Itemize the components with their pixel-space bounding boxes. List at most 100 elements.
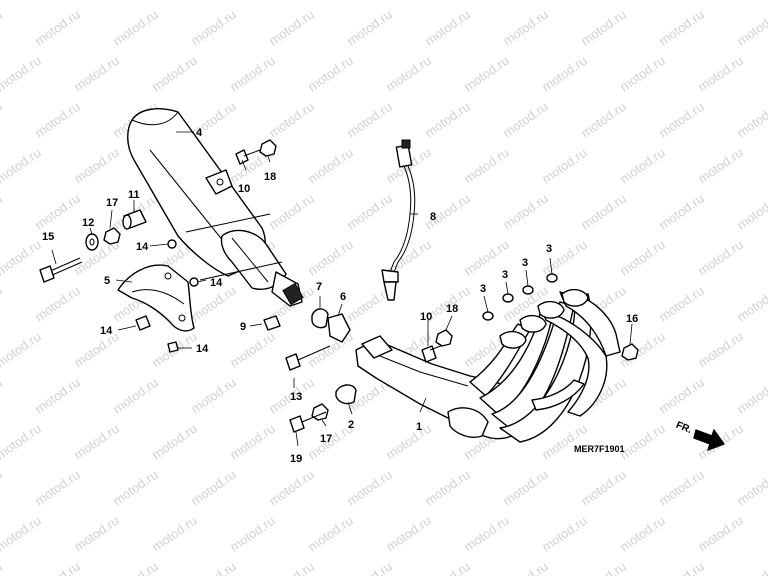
watermark-text: motod.ru xyxy=(734,7,768,49)
watermark-text: motod.ru xyxy=(578,7,629,49)
watermark-text: motod.ru xyxy=(188,7,239,49)
watermark-text: motod.ru xyxy=(188,375,239,417)
watermark-text: motod.ru xyxy=(656,191,707,233)
watermark-text: motod.ru xyxy=(0,283,5,325)
watermark-text: motod.ru xyxy=(734,99,768,141)
watermark-text: motod.ru xyxy=(422,559,473,576)
watermark-text: motod.ru xyxy=(110,467,161,509)
watermark-text: motod.ru xyxy=(539,53,590,95)
watermark-text: motod.ru xyxy=(734,467,768,509)
watermark-text: motod.ru xyxy=(0,191,5,233)
watermark-text: motod.ru xyxy=(71,0,122,2)
callout-9: 9 xyxy=(240,321,246,333)
watermark-text: motod.ru xyxy=(266,559,317,576)
heat-protector-part xyxy=(117,264,195,332)
watermark-text: motod.ru xyxy=(383,53,434,95)
callout-5: 5 xyxy=(104,275,110,287)
watermark-text: motod.ru xyxy=(500,467,551,509)
watermark-text: motod.ru xyxy=(149,421,200,463)
callout-10: 10 xyxy=(238,183,250,195)
watermark-text: motod.ru xyxy=(227,53,278,95)
callout-18: 18 xyxy=(446,303,458,315)
watermark-text: motod.ru xyxy=(32,559,83,576)
watermark-text: motod.ru xyxy=(227,329,278,371)
watermark-text: motod.ru xyxy=(227,421,278,463)
callout-7: 7 xyxy=(316,281,322,293)
watermark-text: motod.ru xyxy=(383,0,434,2)
watermark-text: motod.ru xyxy=(656,283,707,325)
watermark-text: motod.ru xyxy=(344,191,395,233)
watermark-text: motod.ru xyxy=(71,329,122,371)
watermark-text: motod.ru xyxy=(266,467,317,509)
watermark-text: motod.ru xyxy=(500,99,551,141)
callout-3: 3 xyxy=(546,243,552,255)
watermark-text: motod.ru xyxy=(32,191,83,233)
watermark-text: motod.ru xyxy=(500,191,551,233)
callout-4: 4 xyxy=(196,127,203,139)
watermark-text: motod.ru xyxy=(695,53,746,95)
watermark-text: motod.ru xyxy=(227,0,278,2)
watermark-text: motod.ru xyxy=(656,375,707,417)
watermark-text: motod.ru xyxy=(32,99,83,141)
watermark-text: motod.ru xyxy=(578,467,629,509)
watermark-text: motod.ru xyxy=(344,99,395,141)
watermark-text: motod.ru xyxy=(266,7,317,49)
leader-lines xyxy=(51,131,633,447)
watermark-text: motod.ru xyxy=(149,513,200,555)
watermark-text: motod.ru xyxy=(734,283,768,325)
watermark-text: motod.ru xyxy=(344,467,395,509)
watermark-text: motod.ru xyxy=(656,467,707,509)
callout-13: 13 xyxy=(290,391,302,403)
watermark-text: motod.ru xyxy=(188,467,239,509)
front-direction-arrow: FR. xyxy=(674,420,725,451)
watermark-text: motod.ru xyxy=(71,513,122,555)
watermark-text: motod.ru xyxy=(422,99,473,141)
watermark-text: motod.ru xyxy=(461,145,512,187)
exhaust-pipe-part xyxy=(355,288,621,443)
callout-3: 3 xyxy=(522,257,528,269)
callout-1: 1 xyxy=(416,421,422,433)
watermark-text: motod.ru xyxy=(0,559,5,576)
watermark-text: motod.ru xyxy=(617,0,668,2)
watermark-text: motod.ru xyxy=(578,191,629,233)
callout-14: 14 xyxy=(136,241,149,253)
watermark-text: motod.ru xyxy=(0,7,5,49)
watermark-text: motod.ru xyxy=(0,467,5,509)
callout-6: 6 xyxy=(340,291,346,303)
watermark-text: motod.ru xyxy=(71,421,122,463)
callout-14: 14 xyxy=(196,343,209,355)
watermark-text: motod.ru xyxy=(0,53,44,95)
watermark-text: motod.ru xyxy=(461,53,512,95)
watermark-text: motod.ru xyxy=(71,145,122,187)
watermark-text: motod.ru xyxy=(695,145,746,187)
watermark-text: motod.ru xyxy=(539,145,590,187)
watermark-text: motod.ru xyxy=(0,237,44,279)
watermark-text: motod.ru xyxy=(305,0,356,2)
callout-17: 17 xyxy=(106,197,118,209)
watermark-text: motod.ru xyxy=(461,513,512,555)
watermark-text: motod.ru xyxy=(0,0,44,2)
watermark-text: motod.ru xyxy=(461,0,512,2)
watermark-text: motod.ru xyxy=(110,559,161,576)
watermark-text: motod.ru xyxy=(266,99,317,141)
watermark-text: motod.ru xyxy=(188,559,239,576)
direction-label: FR. xyxy=(674,420,693,436)
watermark-text: motod.ru xyxy=(227,513,278,555)
watermark-text: motod.ru xyxy=(383,421,434,463)
watermark-text: motod.ru xyxy=(32,283,83,325)
callout-16: 16 xyxy=(626,313,638,325)
watermark-text: motod.ru xyxy=(539,0,590,2)
watermark-text: motod.ru xyxy=(695,0,746,2)
watermark-text: motod.ru xyxy=(695,329,746,371)
watermark-text: motod.ru xyxy=(500,7,551,49)
callout-18: 18 xyxy=(264,171,276,183)
watermark-text: motod.ru xyxy=(149,53,200,95)
watermark-text: motod.ru xyxy=(617,513,668,555)
watermark-text: motod.ru xyxy=(0,421,44,463)
watermark-text: motod.ru xyxy=(656,99,707,141)
watermark-text: motod.ru xyxy=(0,513,44,555)
watermark-text: motod.ru xyxy=(305,513,356,555)
callout-3: 3 xyxy=(502,269,508,281)
muffler-part xyxy=(127,108,304,307)
